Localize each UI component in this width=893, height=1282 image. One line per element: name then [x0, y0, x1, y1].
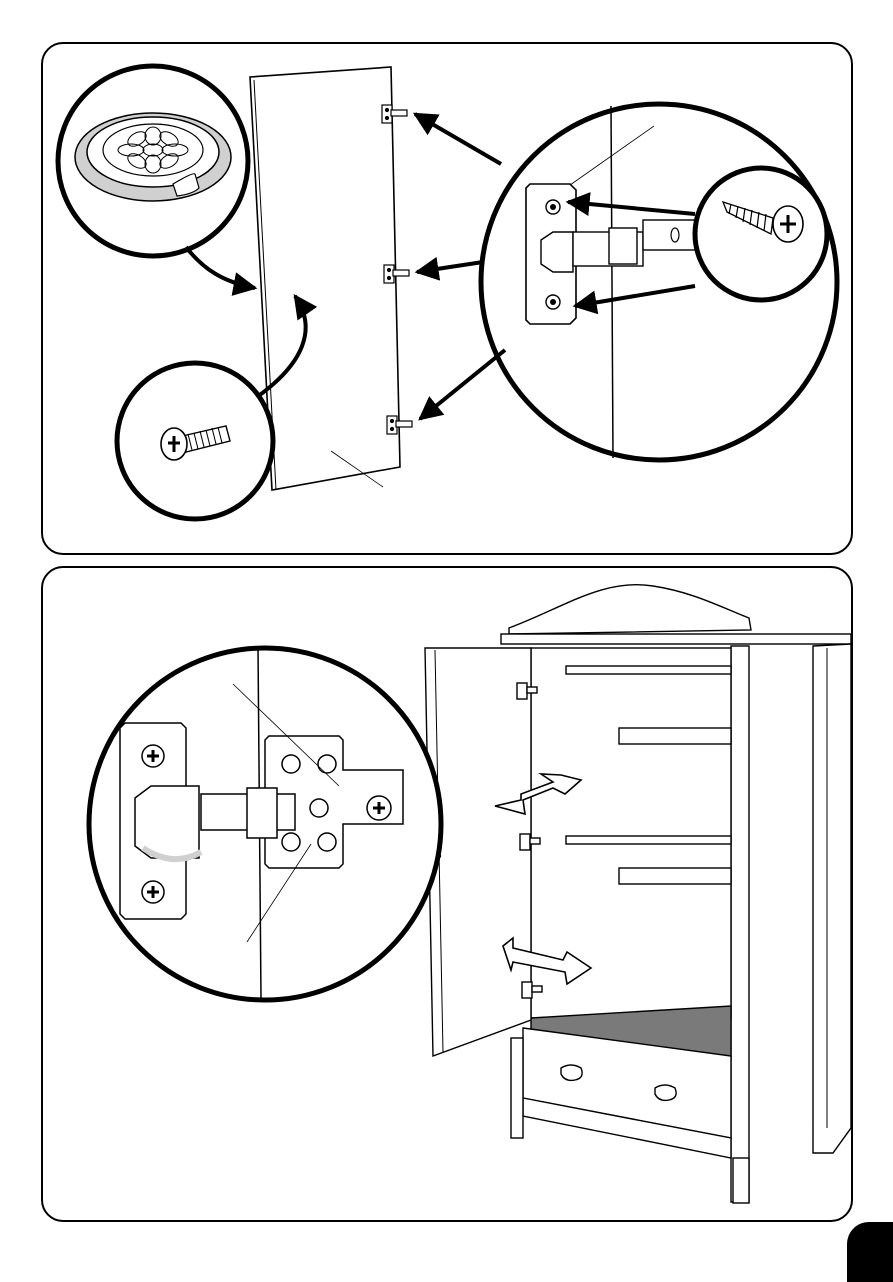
knob-detail — [58, 66, 255, 288]
knob-icon — [75, 113, 231, 201]
screw-detail — [695, 168, 827, 300]
hinge-zoom-detail — [89, 648, 441, 1000]
hinge-top — [382, 105, 407, 123]
wardrobe — [425, 585, 851, 1203]
step-panel-hinge-adjustment — [41, 566, 853, 1222]
page-number-tab — [847, 1222, 893, 1282]
step-panel-door-hinges — [41, 42, 853, 555]
door-hinge-illustration — [43, 44, 851, 553]
wardrobe-illustration — [43, 568, 851, 1220]
